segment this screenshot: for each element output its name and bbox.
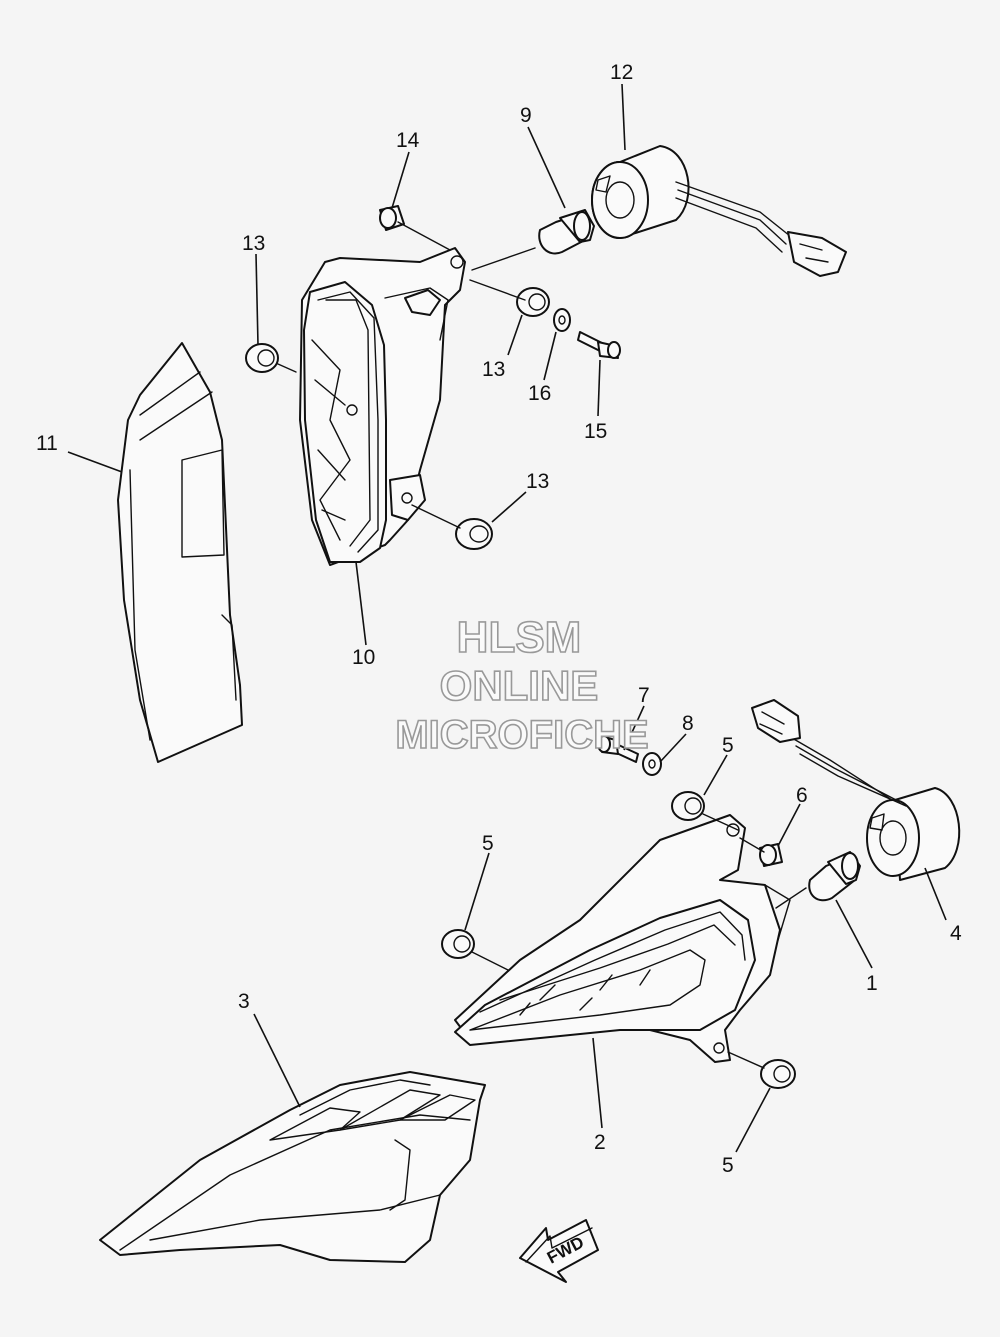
callout-10: 10 <box>352 646 375 669</box>
callout-8: 8 <box>682 712 694 735</box>
part-10-lamp-housing <box>299 247 466 566</box>
part-13-grommet-lower <box>455 518 493 550</box>
upper-guide-lines <box>277 221 536 529</box>
callout-9: 9 <box>520 104 532 127</box>
callout-7: 7 <box>638 684 650 707</box>
callout-4: 4 <box>950 922 962 945</box>
watermark-line-3: MICROFICHE <box>395 713 648 757</box>
callout-5-top: 5 <box>722 734 734 757</box>
callout-15: 15 <box>584 420 607 443</box>
callout-13-left: 13 <box>242 232 265 255</box>
callout-2: 2 <box>594 1131 606 1154</box>
part-1-bulb <box>808 851 861 902</box>
part-8-washer <box>642 752 662 776</box>
callout-5-bottom: 5 <box>722 1154 734 1177</box>
callout-6: 6 <box>796 784 808 807</box>
watermark-line-2: ONLINE <box>440 662 599 709</box>
watermark: HLSM ONLINE MICROFICHE <box>395 612 650 758</box>
callout-3: 3 <box>238 990 250 1013</box>
callout-12: 12 <box>610 61 633 84</box>
leader-lines <box>67 83 947 1153</box>
part-7-screw <box>597 735 639 763</box>
part-2-lamp-housing <box>454 814 791 1063</box>
part-11-lens-cover <box>117 342 243 763</box>
part-9-bulb <box>538 209 595 255</box>
part-5-grommet-top <box>671 791 705 821</box>
part-6-collar <box>759 843 783 867</box>
callout-11: 11 <box>36 432 58 455</box>
callout-14: 14 <box>396 129 420 152</box>
part-13-grommet-left <box>245 343 279 373</box>
part-3-lens-cover <box>99 1071 486 1263</box>
part-5-grommet-left <box>441 929 475 959</box>
part-13-grommet-mid <box>516 287 550 317</box>
callout-1: 1 <box>866 972 878 995</box>
part-5-grommet-bottom <box>760 1059 796 1089</box>
part-12-socket-harness <box>591 145 847 277</box>
part-4-socket-harness <box>751 699 961 881</box>
callout-5-left: 5 <box>482 832 494 855</box>
fwd-arrow: FWD <box>519 1219 599 1283</box>
part-15-screw <box>577 331 621 359</box>
callout-16: 16 <box>528 382 551 405</box>
callout-13-mid: 13 <box>482 358 505 381</box>
part-16-washer <box>553 308 571 332</box>
lower-guide-lines <box>471 813 807 1069</box>
watermark-line-1: HLSM <box>457 613 582 662</box>
part-14-collar <box>379 205 405 231</box>
callout-13-lower: 13 <box>526 470 549 493</box>
callout-labels: 12 9 14 13 13 16 15 11 13 10 7 8 5 6 5 4… <box>36 61 962 1177</box>
